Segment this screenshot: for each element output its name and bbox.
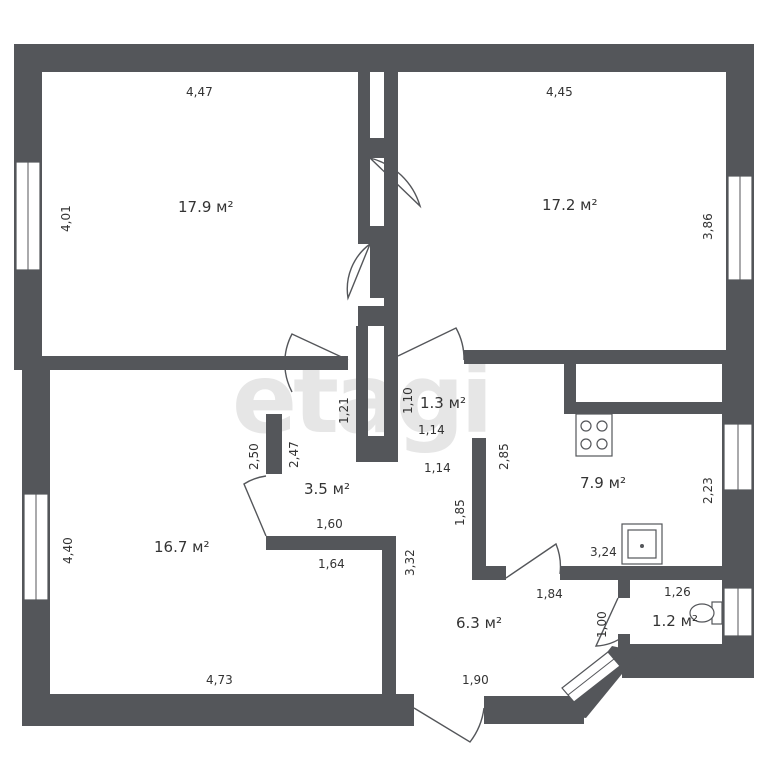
toilet-icon [689,601,723,625]
dim-closet-b: 1,10 [401,387,415,414]
area-top-right: 17.2 м² [542,196,598,214]
dim-entry-top: 1,84 [536,587,563,601]
dimension-labels: 4,47 4,01 4,45 3,86 1,21 1,10 1,14 1,14 … [59,85,715,687]
dim-closet-a: 1,21 [337,397,351,424]
stove-icon [575,413,613,457]
dim-hall-a: 2,50 [247,443,261,470]
walls [14,44,754,726]
area-kitchen: 7.9 м² [580,474,626,492]
dim-bottom-left-bottom: 4,73 [206,673,233,687]
dim-corridor-b: 1,85 [453,499,467,526]
dim-bottom-left-height: 4,40 [61,537,75,564]
doors [243,157,625,743]
dim-bottom-left-top: 1,64 [318,557,345,571]
dim-kitchen-height: 2,23 [701,477,715,504]
dim-corridor-a: 2,85 [497,443,511,470]
dim-top-right-height: 3,86 [701,213,715,240]
dim-bath-width: 1,26 [664,585,691,599]
area-hall-small: 3.5 м² [304,480,350,498]
dim-hall-width: 1,60 [316,517,343,531]
area-bottom-left: 16.7 м² [154,538,210,556]
dim-corridor-width: 1,14 [424,461,451,475]
dim-hall-b: 2,47 [287,441,301,468]
dim-entry-bottom: 1,90 [462,673,489,687]
dim-entry-height: 3,32 [403,549,417,576]
dim-closet-width: 1,14 [418,423,445,437]
area-bath: 1.2 м² [652,612,698,630]
area-top-left: 17.9 м² [178,198,234,216]
windows [15,161,753,703]
area-closet: 1.3 м² [420,394,466,412]
dim-top-left-height: 4,01 [59,205,73,232]
dim-top-left-width: 4,47 [186,85,213,99]
dim-kitchen-width: 3,24 [590,545,617,559]
area-entry: 6.3 м² [456,614,502,632]
dim-top-right-width: 4,45 [546,85,573,99]
dim-bath-height: 1,00 [595,611,609,638]
sink-icon [621,523,663,565]
room-areas: 17.9 м² 17.2 м² 1.3 м² 3.5 м² 16.7 м² 7.… [154,196,698,632]
